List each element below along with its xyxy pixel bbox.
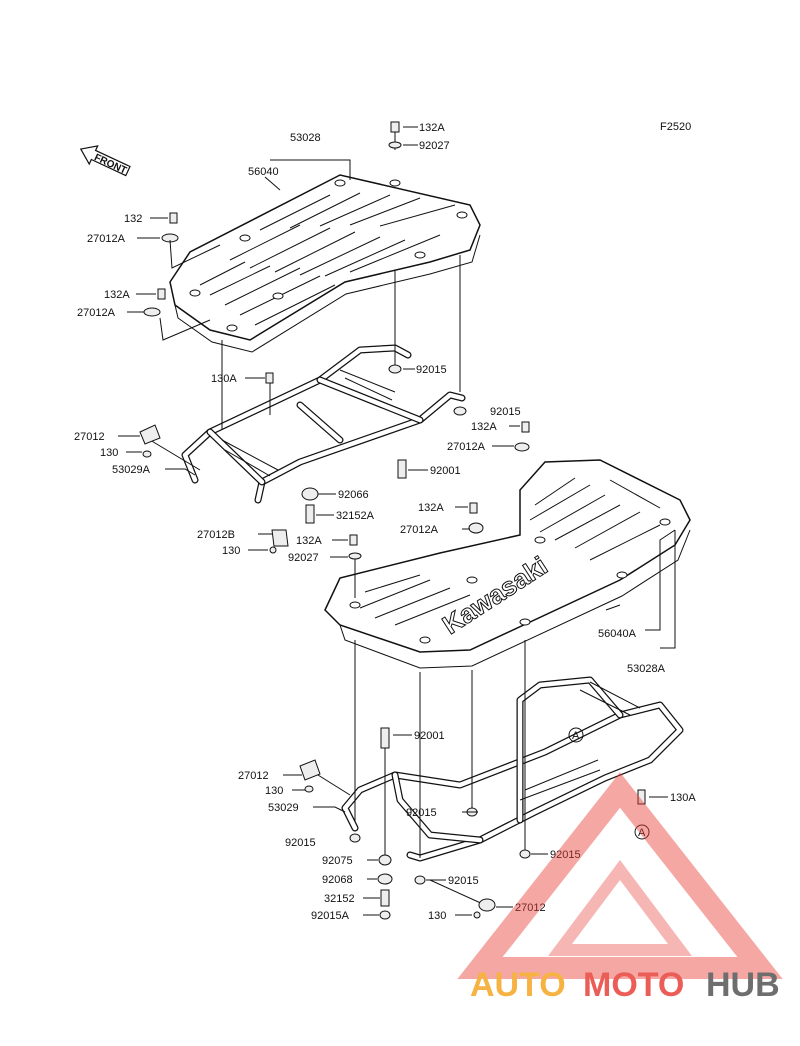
front-carrier-frame (341, 676, 684, 862)
nut-icon (304, 785, 314, 793)
callout-label: 92015 (406, 807, 437, 819)
callout-label: 132A (104, 289, 130, 301)
watermark-part-1: AUTO (470, 966, 566, 1004)
callout-label: 92027 (419, 140, 450, 152)
callout-label: 53029 (268, 802, 299, 814)
bolt-icon (521, 421, 530, 433)
callout-label: 92015 (490, 406, 521, 418)
watermark-part-3: HUB (706, 966, 780, 1004)
nut-icon (519, 849, 531, 859)
nut-icon (142, 450, 152, 458)
grommet-icon (378, 854, 392, 866)
callout-label: 92001 (414, 730, 445, 742)
bolt-icon (469, 502, 478, 514)
rear-rack-slots (189, 179, 468, 332)
callout-label: 27012A (77, 307, 116, 319)
callout-label: 132A (471, 421, 497, 433)
rear-rack (169, 174, 481, 353)
callout-label: 56040 (248, 166, 279, 178)
callout-label: 92075 (322, 855, 353, 867)
callout-label: 130A (211, 373, 237, 385)
svg-text:A: A (638, 827, 646, 839)
grommet-icon (377, 873, 393, 885)
nut-icon (269, 546, 277, 554)
ref-marker-a-2: A (634, 824, 650, 840)
clamp-icon (143, 307, 161, 317)
bolt-icon (349, 534, 358, 546)
nut-icon (453, 406, 467, 416)
callout-label: 53028 (290, 132, 321, 144)
callout-label: 132A (418, 502, 444, 514)
callout-label: 27012 (515, 902, 546, 914)
callout-label: 92066 (338, 489, 369, 501)
callout-label: 132A (419, 122, 445, 134)
watermark-part-2: MOTO (583, 966, 684, 1004)
washer-icon (388, 141, 402, 149)
callout-label: 92015A (311, 910, 350, 922)
nut-icon (349, 833, 361, 843)
callout-label: 130 (100, 447, 118, 459)
callout-label: 56040A (598, 628, 637, 640)
callout-label: 92001 (430, 465, 461, 477)
front-label: FRONT (92, 152, 128, 177)
svg-text:A: A (572, 730, 580, 742)
front-arrow-icon: FRONT (79, 145, 131, 177)
hardware-parts (139, 121, 646, 920)
clamp-icon (514, 442, 530, 452)
callout-label: 92015 (448, 875, 479, 887)
callout-label: 53029A (112, 464, 151, 476)
leader-lines (118, 126, 676, 916)
grommet-icon (301, 487, 319, 501)
callout-label: 92015 (550, 849, 581, 861)
clamp-icon (299, 759, 321, 781)
callout-label: 27012A (400, 524, 439, 536)
bolt-icon (169, 212, 178, 224)
bolt-icon (157, 288, 166, 300)
callout-label: 27012A (87, 233, 126, 245)
watermark-logo: AUTO MOTO HUB (457, 772, 783, 1004)
nut-icon (388, 364, 402, 374)
callout-label: 130 (265, 785, 283, 797)
callout-labels: 53028 56040 132 27012A 132A 27012A 132A … (74, 122, 696, 922)
clamp-icon (478, 898, 496, 912)
bolt-icon (265, 372, 274, 384)
callout-label: 92068 (322, 874, 353, 886)
nut-icon (414, 875, 426, 885)
collar-icon (380, 889, 390, 907)
callout-label: 130A (670, 792, 696, 804)
washer-icon (348, 552, 362, 560)
figure-code: F2520 (660, 121, 691, 133)
bolt-icon (380, 727, 390, 749)
nut-icon (473, 911, 481, 919)
callout-label: 53028A (627, 663, 666, 675)
callout-label: 27012 (238, 770, 269, 782)
callout-label: 27012B (197, 529, 235, 541)
callout-label: 130 (428, 910, 446, 922)
callout-label: 32152A (336, 510, 375, 522)
callout-label: 92015 (416, 364, 447, 376)
clamp-icon (271, 529, 289, 547)
callout-label: 132 (124, 213, 142, 225)
callout-label: 92027 (288, 552, 319, 564)
callout-label: 130 (222, 545, 240, 557)
bolt-icon (397, 459, 407, 479)
bolt-icon (637, 789, 646, 805)
clamp-icon (468, 522, 484, 534)
callout-label: 132A (296, 535, 322, 547)
assembly-lines (149, 130, 526, 906)
front-rack-slots (349, 477, 671, 644)
callout-label: 92015 (285, 837, 316, 849)
callout-label: 27012A (447, 441, 486, 453)
collar-icon (305, 504, 315, 524)
nut-icon (379, 910, 391, 920)
clamp-icon (139, 424, 161, 445)
ref-marker-a-1: A (568, 727, 584, 743)
callout-label: 32152 (324, 893, 355, 905)
bolt-icon (390, 121, 400, 133)
callout-label: 27012 (74, 431, 105, 443)
